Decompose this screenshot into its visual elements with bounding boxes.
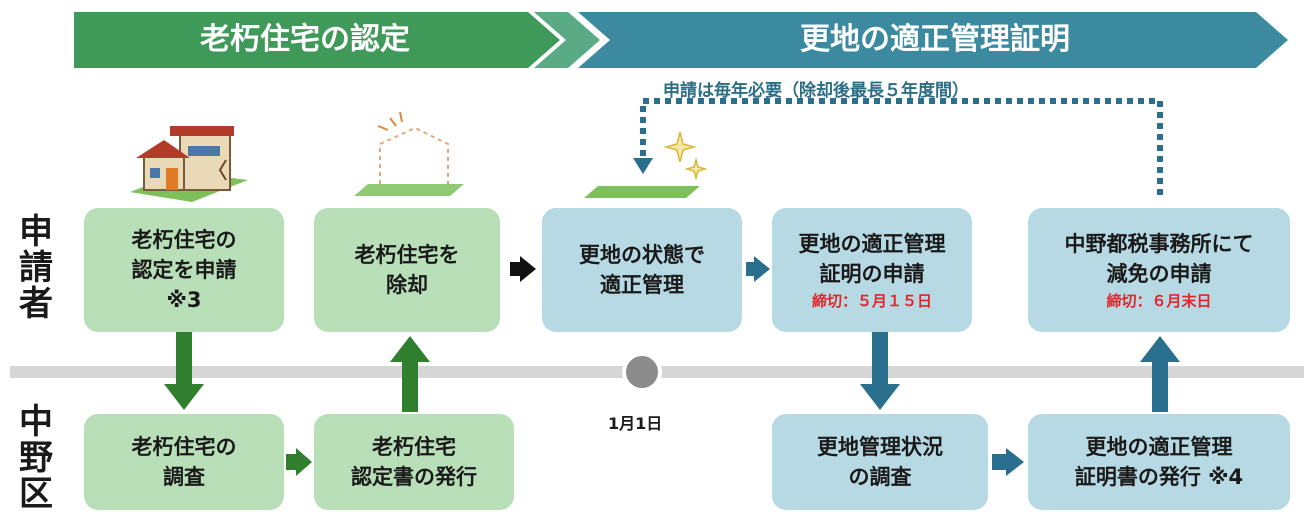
arrow-up-blue — [1140, 336, 1180, 412]
old-house-icon — [130, 126, 248, 202]
clean-land-icon — [584, 131, 708, 198]
date-label: 1月1日 — [608, 414, 663, 433]
demolished-house-icon — [354, 111, 464, 196]
arrow-right-blue-top — [746, 256, 770, 282]
phase-banner-right-shape — [578, 12, 1288, 68]
arrow-right-blue-bottom — [992, 448, 1024, 476]
arrow-right-green — [286, 448, 312, 476]
phase-banner-left-shape — [74, 12, 560, 68]
box-apply-certification: 老朽住宅の 認定を申請 ※3 — [84, 208, 284, 332]
arrow-down-green — [164, 332, 204, 410]
box-survey-house: 老朽住宅の 調査 — [84, 414, 284, 510]
annual-loop-arrow — [633, 98, 1163, 200]
box-manage-land: 更地の状態で 適正管理 — [542, 208, 742, 332]
box-demolish: 老朽住宅を 除却 — [314, 208, 500, 332]
arrow-right-black — [510, 256, 536, 282]
row-label-ward: 中野区 — [19, 402, 53, 514]
box-issue-proof: 更地の適正管理 証明書の発行 ※4 — [1028, 414, 1290, 510]
deadline-apply-proof: 締切：５月１５日 — [811, 292, 932, 310]
box-survey-land: 更地管理状況 の調査 — [772, 414, 988, 510]
arrow-down-blue — [860, 332, 900, 410]
phase-banner — [74, 12, 1288, 68]
timeline-marker — [622, 352, 662, 392]
arrow-up-green — [390, 336, 430, 412]
box-issue-certificate: 老朽住宅 認定書の発行 — [314, 414, 514, 510]
box-tax-reduction: 中野都税事務所にて 減免の申請 締切：６月末日 — [1028, 208, 1290, 332]
phase-title-right: 更地の適正管理証明 — [800, 22, 1070, 57]
phase-title-left: 老朽住宅の認定 — [200, 22, 410, 57]
annual-note: 申請は毎年必要（除却後最長５年度間） — [663, 81, 969, 101]
box-apply-proof: 更地の適正管理 証明の申請 締切：５月１５日 — [772, 208, 972, 332]
deadline-tax-reduction: 締切：６月末日 — [1106, 292, 1212, 310]
row-label-applicant: 申請者 — [19, 212, 53, 324]
phase-banner-chevron-shape — [534, 12, 600, 68]
